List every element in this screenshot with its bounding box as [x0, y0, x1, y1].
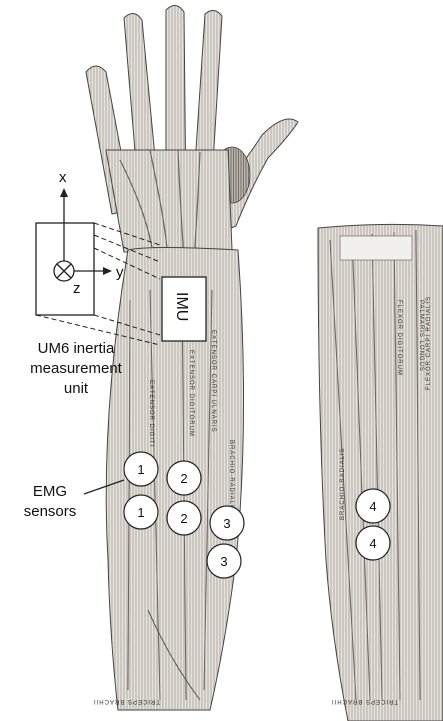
z-axis-label: z: [73, 280, 81, 297]
y-axis-label: y: [116, 264, 124, 281]
muscle-label: FLEXOR CARPI RADIALIS: [426, 296, 432, 390]
sensor-number: 4: [369, 499, 376, 514]
sensor-number: 1: [137, 505, 144, 520]
emg-caption-line: EMG: [33, 483, 67, 500]
left-forearm-illustration: EXTENSOR DIGITORUM EXTENSOR CARPI ULNARI…: [86, 5, 298, 710]
emg-sensor: 1: [124, 495, 158, 529]
sensor-number: 2: [180, 511, 187, 526]
emg-caption-line: sensors: [24, 503, 77, 520]
muscle-label: TRICEPS BRACHII: [331, 698, 398, 704]
hand-dorsum: [106, 150, 232, 252]
imu-caption: UM6 inertia measurement unit: [30, 340, 123, 397]
muscle-label: BRACHIO-RADIALIS: [228, 440, 234, 513]
right-forearm-illustration: BRACHIO-RADIALIS PALMARIS LONGUS FLEXOR …: [318, 224, 443, 721]
imu-box: IMU: [162, 277, 206, 341]
emg-sensor: 2: [167, 461, 201, 495]
muscle-label: BRACHIO-RADIALIS: [340, 447, 346, 520]
emg-sensor: 2: [167, 501, 201, 535]
sensor-number: 1: [137, 462, 144, 477]
muscle-label: EXTENSOR CARPI ULNARIS: [210, 330, 216, 433]
x-arrowhead-icon: [60, 188, 68, 197]
sensor-number: 3: [220, 554, 227, 569]
muscle-label: EXTENSOR DIGITI: [148, 380, 154, 447]
muscle-label: EXTENSOR DIGITORUM: [188, 350, 194, 437]
imu-caption-line: UM6 inertia: [38, 340, 115, 357]
sensor-number: 2: [180, 471, 187, 486]
imu-label: IMU: [173, 292, 190, 321]
imu-caption-line: measurement: [30, 360, 123, 377]
emg-sensor: 1: [124, 452, 158, 486]
x-axis-label: x: [59, 169, 67, 186]
sensor-number: 4: [369, 536, 376, 551]
wrist-band: [340, 236, 412, 260]
muscle-label: PALMARIS LONGUS: [418, 300, 424, 372]
muscle-label: FLEXOR DIGITORUM: [396, 300, 402, 376]
y-arrowhead-icon: [103, 267, 112, 275]
emg-sensor: 3: [210, 506, 244, 540]
emg-sensor: 3: [207, 544, 241, 578]
emg-sensor: 4: [356, 489, 390, 523]
muscle-label: TRICEPS BRACHII: [93, 698, 160, 704]
imu-caption-line: unit: [64, 380, 89, 397]
emg-sensor: 4: [356, 526, 390, 560]
sensor-number: 3: [223, 516, 230, 531]
